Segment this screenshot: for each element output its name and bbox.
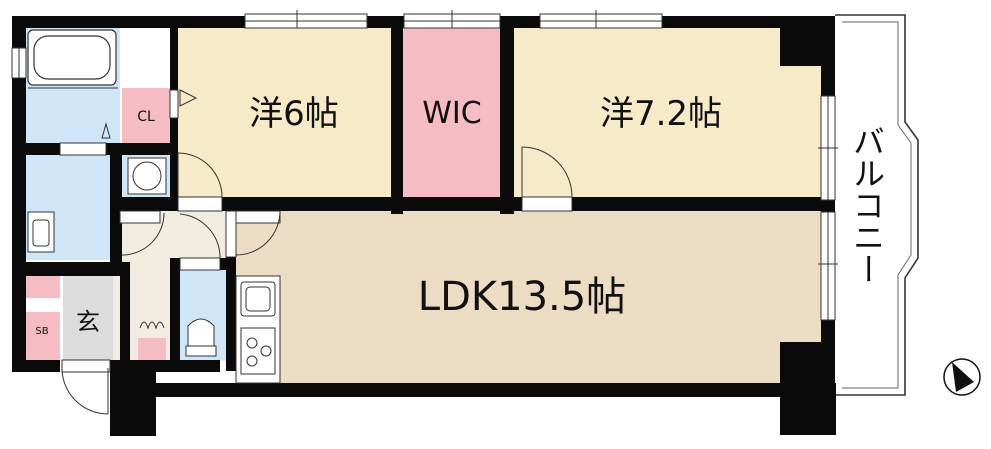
stove-icon bbox=[240, 327, 276, 375]
label-shoe-box: SB bbox=[35, 326, 48, 337]
storage-small-b bbox=[138, 338, 166, 360]
label-closet: CL bbox=[137, 109, 155, 125]
washer-icon bbox=[127, 157, 167, 195]
north-arrow-icon bbox=[943, 358, 981, 396]
storage-small-a bbox=[26, 276, 60, 298]
shoe-rack bbox=[139, 321, 165, 330]
bathtub-icon bbox=[27, 29, 117, 86]
label-wic: WIC bbox=[422, 96, 481, 131]
toilet-icon bbox=[185, 318, 217, 357]
room-ldk bbox=[236, 211, 821, 383]
bath-door-mark bbox=[101, 122, 111, 139]
door-marker bbox=[179, 89, 198, 107]
balcony-outline bbox=[835, 14, 919, 396]
label-western-b: 洋7.2帖 bbox=[600, 94, 722, 134]
washbasin-icon bbox=[27, 211, 55, 253]
room-western-a bbox=[178, 28, 391, 198]
doors bbox=[59, 89, 573, 415]
label-ldk: LDK13.5帖 bbox=[418, 274, 626, 320]
entrance-floor bbox=[63, 276, 113, 360]
windows bbox=[11, 10, 838, 321]
room-wic bbox=[403, 28, 500, 198]
label-western-a: 洋6帖 bbox=[249, 94, 339, 134]
sink-icon bbox=[240, 281, 276, 317]
label-balcony: バルコニー bbox=[848, 125, 886, 285]
room-western-b bbox=[514, 28, 821, 198]
shoe-box-area bbox=[26, 312, 60, 360]
closet-room bbox=[122, 88, 170, 143]
balcony-inner-line bbox=[842, 21, 912, 389]
label-entrance: 玄 bbox=[76, 308, 100, 336]
